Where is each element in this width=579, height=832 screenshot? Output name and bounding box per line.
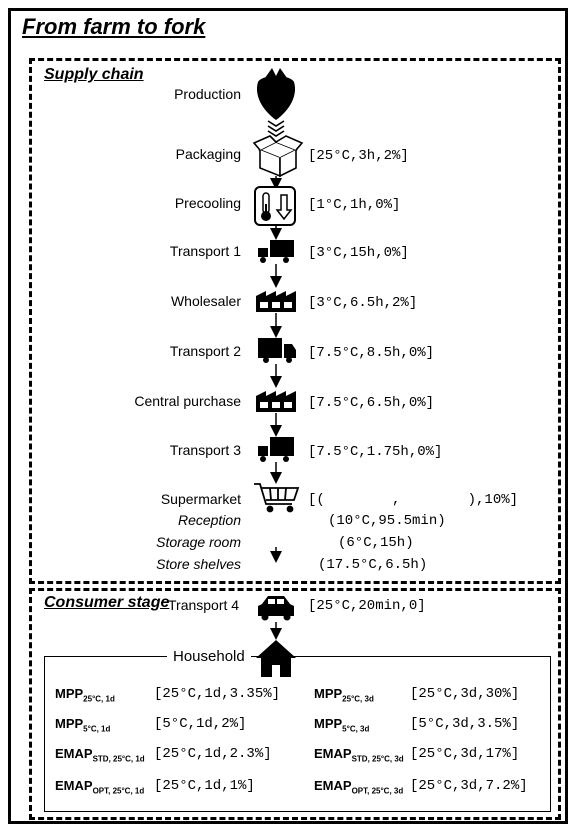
household-box [44, 656, 551, 812]
package-label: MPP5°C, 1d [55, 716, 111, 734]
car-icon [258, 596, 294, 621]
package-params: [25°C,3d,30%] [410, 686, 520, 702]
substep-label-reception: Reception [177, 512, 241, 528]
step-label-supermarket: Supermarket [160, 491, 241, 507]
consumer-stage-box [29, 588, 561, 820]
step-params-packaging: [25°C,3h,2%] [308, 148, 409, 164]
step-params-central-purchase: [7.5°C,6.5h,0%] [308, 395, 435, 411]
truck-icon [258, 437, 294, 462]
truck-icon [258, 338, 296, 363]
step-label-transport-2: Transport 2 [169, 343, 241, 359]
step-label-production: Production [174, 86, 241, 102]
step-params-transport-2: [7.5°C,8.5h,0%] [308, 345, 435, 361]
step-label-transport-1: Transport 1 [169, 243, 241, 259]
box-icon [252, 135, 304, 178]
package-params: [25°C,3d,7.2%] [410, 778, 528, 794]
transport-4-label: Transport 4 [168, 597, 240, 613]
substep-label-store-shelves: Store shelves [156, 556, 241, 572]
package-label: EMAPSTD, 25°C, 3d [314, 746, 404, 764]
thermometer-icon [254, 186, 296, 226]
package-label: MPP25°C, 1d [55, 686, 115, 704]
step-params-transport-1: [3°C,15h,0%] [308, 245, 409, 261]
package-label: MPP25°C, 3d [314, 686, 374, 704]
package-label: EMAPOPT, 25°C, 3d [314, 778, 404, 796]
chevron-down-icon [267, 120, 285, 137]
outer-frame [8, 8, 568, 824]
supply-chain-title: Supply chain [44, 66, 144, 83]
house-icon [256, 640, 296, 677]
package-params: [5°C,3d,3.5%] [410, 716, 520, 732]
step-label-precooling: Precooling [174, 195, 241, 211]
step-params-supermarket: [( , ),10%] [308, 492, 519, 508]
step-params-wholesaler: [3°C,6.5h,2%] [308, 295, 418, 311]
factory-icon [256, 291, 296, 312]
package-params: [25°C,1d,3.35%] [154, 686, 281, 702]
truck-icon [258, 240, 294, 263]
substep-params-store-shelves: (17.5°C,6.5h) [318, 557, 428, 573]
transport-4-params: [25°C,20min,0] [308, 598, 426, 614]
factory-icon [256, 391, 296, 412]
package-label: MPP5°C, 3d [314, 716, 370, 734]
package-label: EMAPSTD, 25°C, 1d [55, 746, 145, 764]
package-params: [25°C,3d,17%] [410, 746, 520, 762]
consumer-stage-title: Consumer stage [44, 594, 170, 611]
package-label: EMAPOPT, 25°C, 1d [55, 778, 145, 796]
substep-params-storage-room: (6°C,15h) [338, 535, 414, 551]
supply-chain-box [29, 58, 561, 584]
step-label-transport-3: Transport 3 [169, 442, 241, 458]
household-title: Household [167, 648, 251, 665]
step-params-precooling: [1°C,1h,0%] [308, 197, 401, 213]
package-params: [25°C,1d,1%] [154, 778, 255, 794]
step-label-packaging: Packaging [175, 146, 241, 162]
cart-icon [254, 483, 300, 513]
strawberry-icon [256, 68, 296, 120]
substep-label-storage-room: Storage room [156, 534, 241, 550]
step-params-transport-3: [7.5°C,1.75h,0%] [308, 444, 443, 460]
package-params: [25°C,1d,2.3%] [154, 746, 272, 762]
step-label-wholesaler: Wholesaler [170, 293, 241, 309]
page-title: From farm to fork [22, 14, 206, 39]
package-params: [5°C,1d,2%] [154, 716, 247, 732]
step-label-central-purchase: Central purchase [134, 393, 241, 409]
substep-params-reception: (10°C,95.5min) [328, 513, 446, 529]
